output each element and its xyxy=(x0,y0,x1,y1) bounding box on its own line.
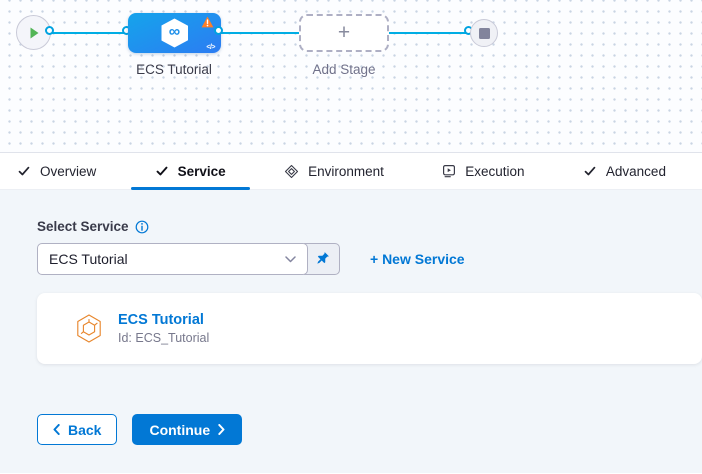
continue-button[interactable]: Continue xyxy=(132,414,243,445)
back-button-label: Back xyxy=(68,421,102,438)
code-icon: </> xyxy=(206,44,215,51)
tab-label: Advanced xyxy=(605,163,666,179)
chevron-down-icon xyxy=(285,255,296,263)
service-card-title[interactable]: ECS Tutorial xyxy=(118,312,204,328)
environment-diamond-icon xyxy=(284,164,299,179)
check-icon xyxy=(155,164,169,178)
execution-play-icon xyxy=(442,164,456,178)
pin-icon xyxy=(314,251,330,267)
chevron-right-icon xyxy=(218,424,225,435)
warning-icon xyxy=(201,16,214,28)
connector-dot xyxy=(45,26,54,35)
plus-icon: + xyxy=(337,21,351,44)
pipeline-canvas: ∞ </> + ECS Tutorial Add Stage xyxy=(0,0,702,153)
tab-execution[interactable]: Execution xyxy=(442,153,525,189)
tab-label: Overview xyxy=(40,163,97,179)
tab-label: Service xyxy=(177,163,226,179)
back-button[interactable]: Back xyxy=(37,414,118,445)
chevron-left-icon xyxy=(53,424,60,435)
service-card-id: Id: ECS_Tutorial xyxy=(118,331,210,345)
tab-service[interactable]: Service xyxy=(130,153,250,190)
service-select-row: ECS Tutorial + New Service xyxy=(37,243,702,275)
info-icon[interactable] xyxy=(135,220,149,234)
tab-environment[interactable]: Environment xyxy=(284,153,384,189)
infinity-icon: ∞ xyxy=(168,23,181,40)
service-card[interactable]: ECS Tutorial Id: ECS_Tutorial xyxy=(37,293,702,364)
continue-button-label: Continue xyxy=(149,421,211,438)
stage-node-ecs-tutorial[interactable]: ∞ </> xyxy=(128,13,221,53)
play-icon xyxy=(28,26,40,40)
service-select-dropdown[interactable]: ECS Tutorial xyxy=(37,243,308,275)
service-select-value: ECS Tutorial xyxy=(49,251,128,267)
check-icon xyxy=(17,164,31,178)
tab-overview[interactable]: Overview xyxy=(17,153,96,189)
pipeline-end-node[interactable] xyxy=(470,19,498,47)
tab-advanced[interactable]: Advanced xyxy=(583,153,666,189)
cd-stage-hexagon-icon: ∞ xyxy=(161,18,188,48)
add-stage-button[interactable]: + xyxy=(299,14,389,52)
new-service-link[interactable]: + New Service xyxy=(370,251,465,267)
tab-label: Environment xyxy=(308,163,384,179)
connector-dot xyxy=(214,26,223,35)
footer-buttons: Back Continue xyxy=(37,414,702,445)
tab-label: Execution xyxy=(465,163,525,179)
pin-service-button[interactable] xyxy=(304,243,340,275)
stage-node-label: ECS Tutorial xyxy=(136,62,212,77)
pipeline-connector-line xyxy=(50,32,475,34)
service-card-text: ECS Tutorial Id: ECS_Tutorial xyxy=(118,312,209,345)
service-tab-panel: Select Service ECS Tutorial xyxy=(0,190,702,473)
stop-icon xyxy=(478,27,490,39)
select-service-label: Select Service xyxy=(37,219,129,234)
stage-config-tabs: Overview Service Environment Execution xyxy=(0,153,702,190)
select-service-label-row: Select Service xyxy=(37,219,702,234)
add-stage-label: Add Stage xyxy=(312,62,376,77)
check-icon xyxy=(583,164,597,178)
service-hexagon-icon xyxy=(75,313,103,344)
